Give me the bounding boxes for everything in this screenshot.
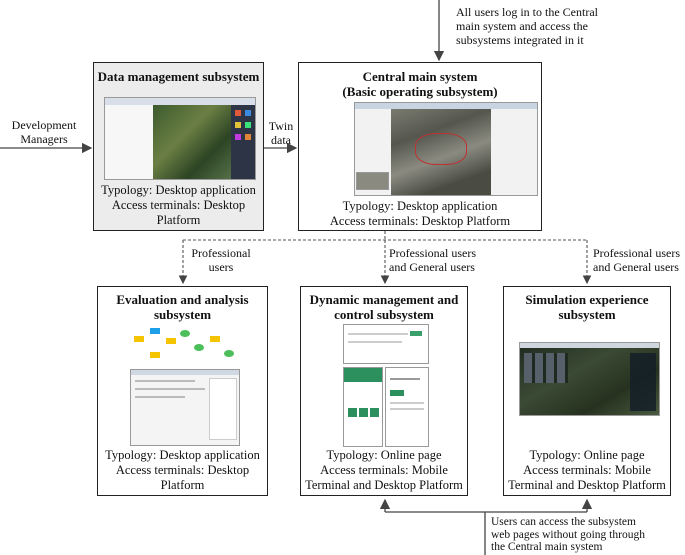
data-management-terminals: Access terminals: Desktop <box>111 198 246 212</box>
simulation-experience-box: Simulation experience subsystem Typology… <box>503 286 671 496</box>
link-left-line2: users <box>208 260 234 274</box>
bottom-note-line3: the Central main system <box>491 541 603 553</box>
central-thumbnail <box>356 172 389 190</box>
link-label-right: Professional users and General users <box>593 246 680 274</box>
link-mid-line1: Professional users <box>389 246 476 260</box>
link-mid-line2: and General users <box>389 260 475 274</box>
link-left-line1: Professional <box>191 246 251 260</box>
central-typology: Typology: Desktop application <box>342 199 498 213</box>
evaluation-subtitle: subsystem <box>153 307 212 322</box>
twin-data-line2: data <box>271 133 291 147</box>
dynamic-management-box: Dynamic management and control subsystem… <box>300 286 468 496</box>
dynamic-typology: Typology: Online page <box>326 448 442 462</box>
top-note: All users log in to the Central main sys… <box>456 5 598 47</box>
twin-data-line1: Twin <box>268 119 294 133</box>
data-management-box: Data management subsystem Typology: Desk… <box>93 62 264 231</box>
dynamic-title: Dynamic management and <box>309 292 459 307</box>
central-terminals: Access terminals: Desktop Platform <box>329 214 511 228</box>
bottom-note-line2: web pages without going through <box>491 528 645 541</box>
dynamic-terminals: Access terminals: Mobile <box>320 463 448 477</box>
dynamic-mobile-screenshot-1 <box>343 367 383 447</box>
central-subtitle: (Basic operating subsystem) <box>342 84 498 99</box>
bottom-note-line1: Users can access the subsystem <box>491 516 636 528</box>
data-management-terminals-cont: Platform <box>156 213 201 227</box>
simulation-title: Simulation experience <box>525 292 649 307</box>
evaluation-typology: Typology: Desktop application <box>105 448 260 462</box>
data-management-typology: Typology: Desktop application <box>101 183 256 197</box>
dev-managers-label: Development Managers <box>2 118 86 146</box>
evaluation-terminals-cont: Platform <box>160 478 205 492</box>
bottom-note: Users can access the subsystem web pages… <box>491 516 645 554</box>
simulation-typology: Typology: Online page <box>529 448 645 462</box>
dynamic-subtitle: control subsystem <box>334 307 434 322</box>
evaluation-terminals: Access terminals: Desktop <box>115 463 250 477</box>
simulation-terminals-cont: Terminal and Desktop Platform <box>508 478 666 492</box>
evaluation-flow-diagram <box>130 324 238 364</box>
link-right-line2: and General users <box>593 260 679 274</box>
top-note-line2: main system and access the <box>456 19 588 33</box>
top-note-line3: subsystems integrated in it <box>456 33 584 47</box>
link-right-line1: Professional users <box>593 246 680 260</box>
simulation-terminals: Access terminals: Mobile <box>523 463 651 477</box>
top-note-line1: All users log in to the Central <box>456 5 598 19</box>
simulation-subtitle: subsystem <box>558 307 616 322</box>
evaluation-analysis-box: Evaluation and analysis subsystem Typolo… <box>97 286 268 496</box>
link-label-middle: Professional users and General users <box>389 246 476 274</box>
dynamic-mobile-screenshot-2 <box>385 367 429 447</box>
twin-data-label: Twin data <box>264 119 298 147</box>
data-management-title: Data management subsystem <box>97 69 260 84</box>
dev-managers-line1: Development <box>11 118 77 132</box>
link-label-left: Professional users <box>186 246 256 274</box>
data-management-screenshot <box>104 97 256 180</box>
dynamic-terminals-cont: Terminal and Desktop Platform <box>305 478 463 492</box>
simulation-screenshot <box>519 342 660 416</box>
evaluation-title: Evaluation and analysis <box>116 292 249 307</box>
dynamic-desktop-screenshot <box>343 324 429 364</box>
dev-managers-line2: Managers <box>20 132 68 146</box>
central-main-system-box: Central main system (Basic operating sub… <box>298 62 542 231</box>
central-title: Central main system <box>362 69 478 84</box>
evaluation-screenshot <box>130 369 240 446</box>
